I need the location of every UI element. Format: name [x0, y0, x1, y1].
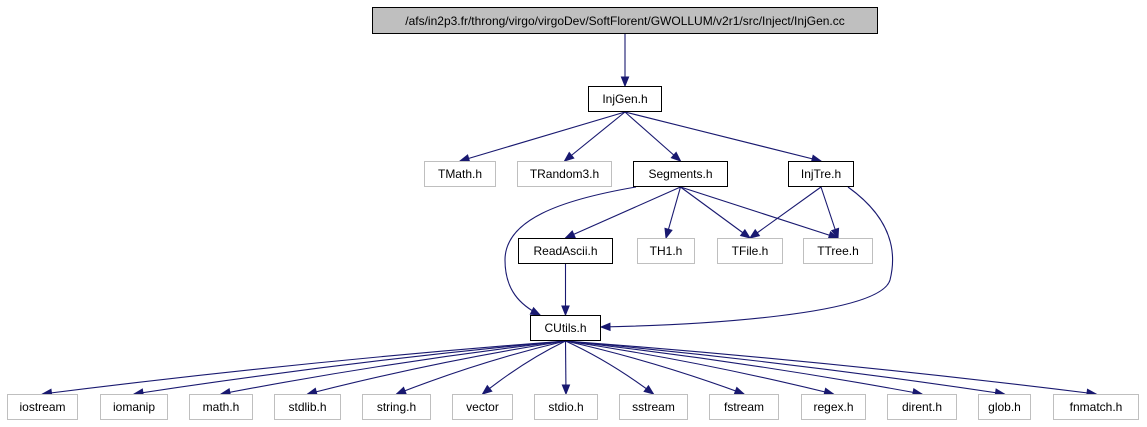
node-injgen-h[interactable]: InjGen.h: [588, 86, 662, 112]
arrowhead-cutils-to-vector: [481, 384, 493, 395]
arrowhead-injgen-to-segments: [670, 151, 682, 162]
edge-cutils-to-regex: [565, 340, 834, 395]
node-dirent-h: dirent.h: [887, 394, 957, 420]
edge-cutils-to-fstream: [565, 340, 745, 395]
node-fstream: fstream: [709, 394, 779, 420]
arrowhead-cutils-to-sstream: [643, 384, 655, 395]
node-math-h: math.h: [189, 394, 253, 420]
arrowhead-readascii-to-cutils: [561, 305, 570, 317]
node-tmath-h: TMath.h: [424, 161, 496, 187]
arrowhead-injtre-to-tfile: [748, 228, 761, 239]
edge-injgen-to-injtre: [624, 111, 822, 162]
edge-cutils-to-glob: [565, 340, 1005, 395]
arrowhead-segments-to-th1: [664, 227, 673, 240]
edge-injtre-to-tfile: [749, 186, 822, 239]
edge-injgen-to-segments: [624, 111, 681, 162]
edge-segments-to-readascii: [565, 186, 681, 239]
node-iomanip: iomanip: [100, 394, 168, 420]
node-iostream: iostream: [7, 394, 78, 420]
edge-cutils-to-iostream: [42, 340, 566, 395]
node-segments-h[interactable]: Segments.h: [633, 161, 728, 187]
edge-segments-to-cutils: [504, 186, 637, 316]
node-cutils-h[interactable]: CUtils.h: [530, 315, 601, 341]
edge-segments-to-tfile: [680, 186, 751, 239]
arrowhead-segments-to-cutils: [529, 306, 542, 316]
arrowhead-injtre-to-ttree: [830, 227, 840, 240]
edge-cutils-to-fnmatch: [565, 340, 1097, 395]
node-tfile-h: TFile.h: [717, 238, 783, 264]
edge-segments-to-ttree: [680, 186, 839, 239]
node-th1-h: TH1.h: [637, 238, 695, 264]
arrowhead-cutils-to-stdio: [561, 384, 571, 396]
node-injtre-h[interactable]: InjTre.h: [788, 161, 854, 187]
node-sstream: sstream: [619, 394, 688, 420]
arrowhead-segments-to-readascii: [564, 230, 576, 239]
node-injgen-cc[interactable]: /afs/in2p3.fr/throng/virgo/virgoDev/Soft…: [372, 7, 878, 34]
node-stdlib-h: stdlib.h: [274, 394, 341, 420]
node-ttree-h: TTree.h: [803, 238, 873, 264]
edge-injgen-to-tmath: [459, 111, 626, 162]
node-trandom3-h: TRandom3.h: [517, 161, 612, 187]
edge-cutils-to-vector: [482, 340, 566, 395]
node-readascii-h[interactable]: ReadAscii.h: [518, 238, 613, 264]
node-stdio-h: stdio.h: [534, 394, 598, 420]
edge-injgen-to-trandom3: [564, 111, 626, 162]
node-vector: vector: [452, 394, 513, 420]
edge-cutils-to-iomanip: [133, 340, 566, 395]
arrowhead-segments-to-tfile: [739, 228, 752, 239]
node-string-h: string.h: [362, 394, 431, 420]
arrowhead-root-to-injgen: [620, 76, 630, 88]
node-regex-h: regex.h: [801, 394, 866, 420]
edge-cutils-to-string: [396, 340, 566, 395]
node-fnmatch-h: fnmatch.h: [1053, 394, 1139, 420]
node-glob-h: glob.h: [978, 394, 1031, 420]
edge-injtre-to-cutils: [600, 186, 894, 328]
arrowhead-injgen-to-trandom3: [563, 151, 575, 162]
edge-cutils-to-math: [220, 340, 566, 395]
edge-cutils-to-dirent: [565, 340, 923, 395]
edge-cutils-to-stdlib: [307, 340, 566, 395]
arrowhead-injtre-to-cutils: [599, 322, 611, 332]
edge-cutils-to-sstream: [565, 340, 654, 395]
